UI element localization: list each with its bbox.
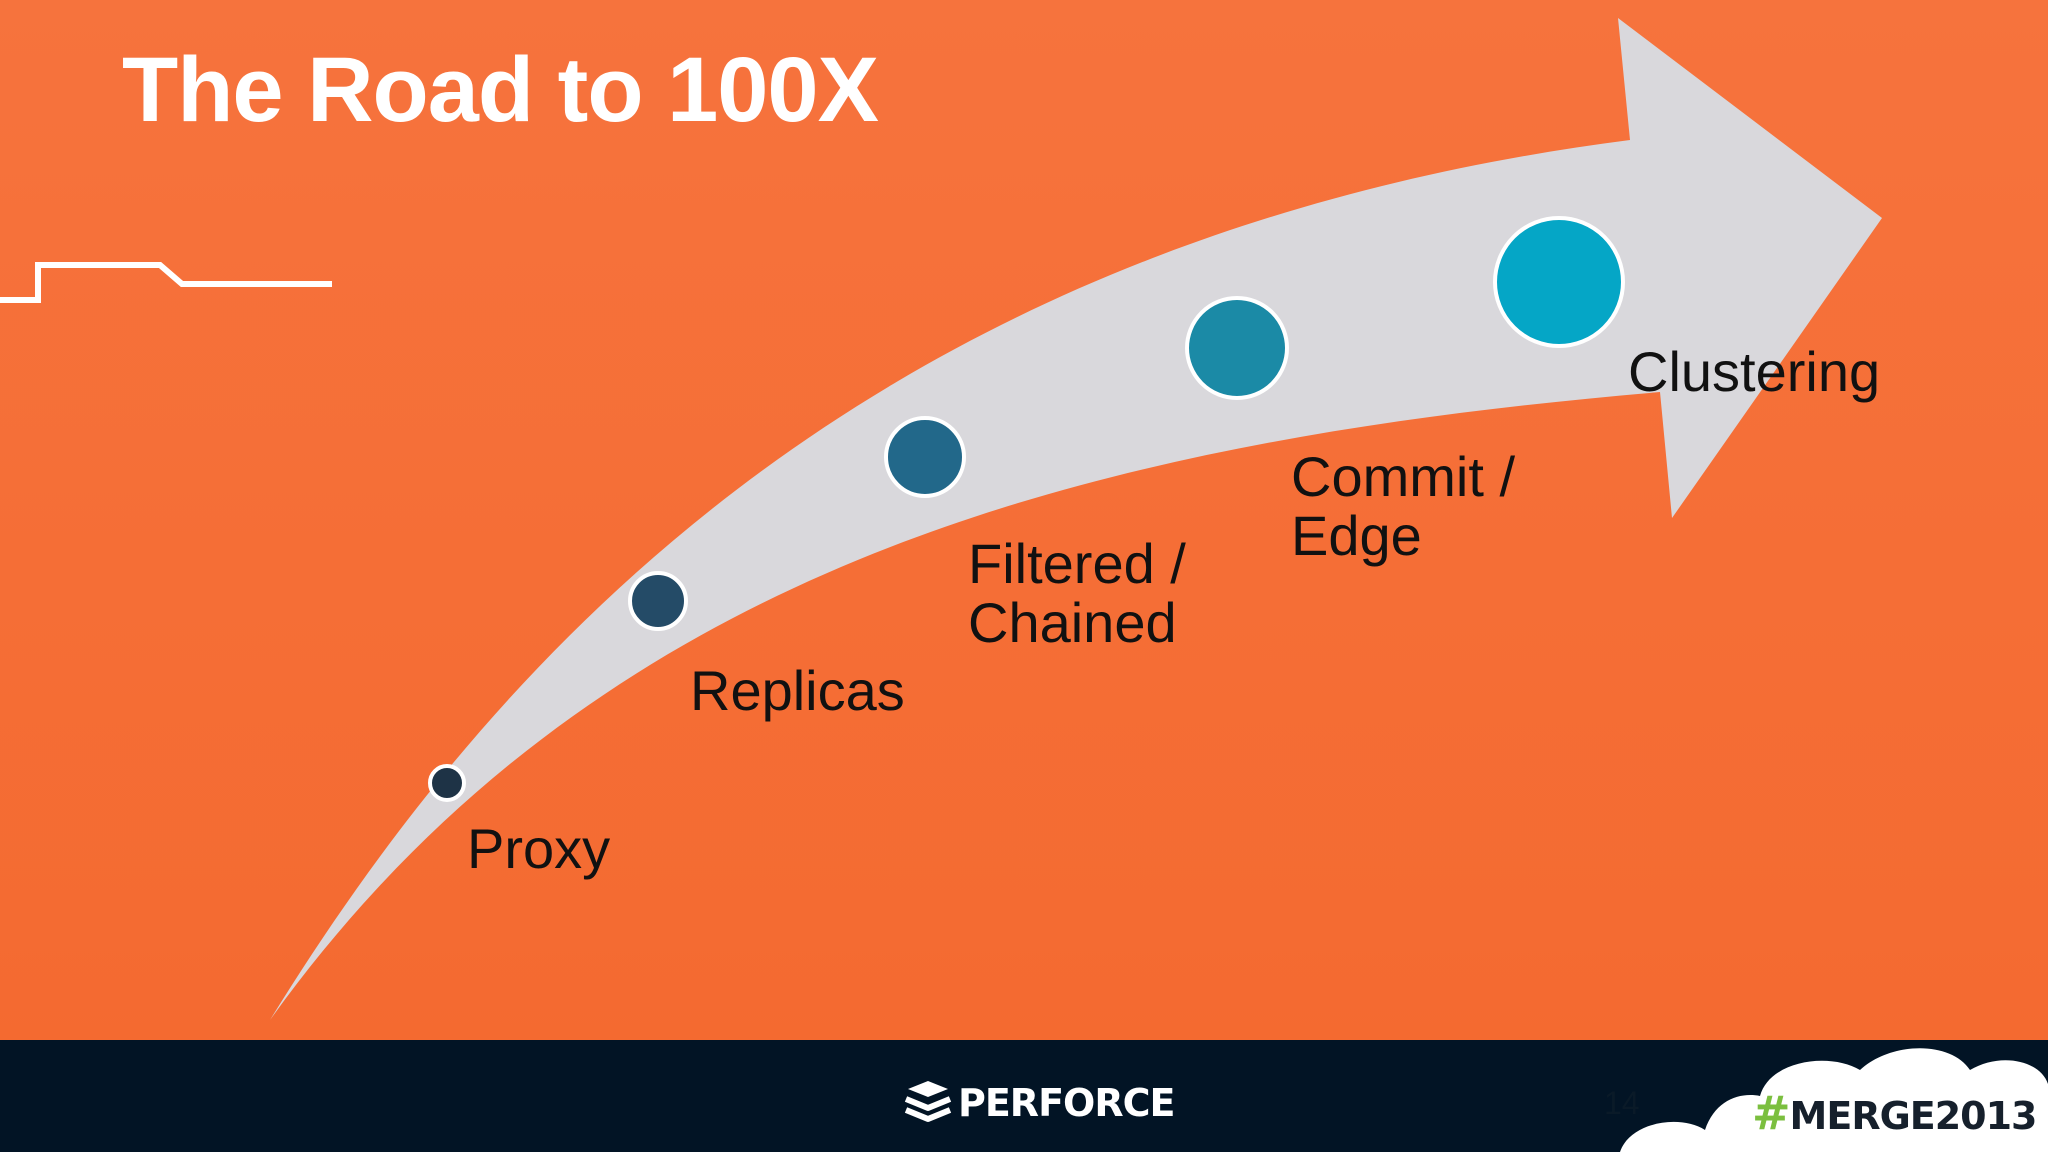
- page-number: 14: [1604, 1085, 1640, 1121]
- perforce-logo: PERFORCE: [902, 1079, 1175, 1127]
- growth-arrow: [270, 18, 1882, 1020]
- decorative-step-line: [0, 262, 332, 303]
- step-label-proxy: Proxy: [467, 817, 611, 880]
- merge2013-hashtag: #MERGE2013: [1752, 1086, 2037, 1140]
- slide-title: The Road to 100X: [122, 39, 879, 141]
- step-dot-replicas: [628, 571, 688, 631]
- step-dot-commit-edge: [1185, 296, 1289, 400]
- step-label-commit-edge: Commit / Edge: [1291, 445, 1515, 567]
- step-dot-filtered-chained: [884, 416, 966, 498]
- growth-arrow-diagram: [270, 18, 1882, 1020]
- step-label-filtered-chained: Filtered / Chained: [968, 532, 1186, 654]
- step-dot-proxy: [428, 764, 466, 802]
- step-dot-clustering: [1493, 216, 1625, 348]
- hashtag-text: MERGE2013: [1789, 1094, 2038, 1138]
- perforce-brand-text: PERFORCE: [958, 1081, 1175, 1125]
- hashtag-symbol: #: [1752, 1086, 1791, 1140]
- perforce-layers-icon: [904, 1081, 952, 1122]
- merge-cloud-badge: [1620, 1048, 2048, 1152]
- step-label-clustering: Clustering: [1628, 340, 1881, 403]
- step-label-replicas: Replicas: [690, 659, 905, 722]
